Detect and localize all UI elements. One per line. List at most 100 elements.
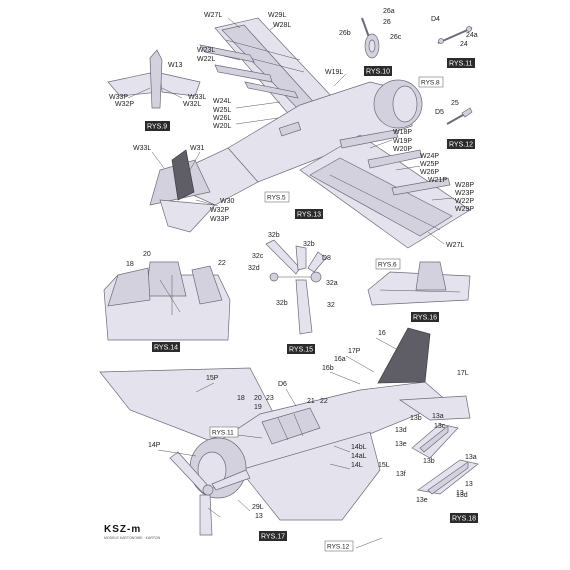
part-label: 32a xyxy=(326,280,338,287)
part-label: 16a xyxy=(334,356,346,363)
part-label: D4 xyxy=(431,16,440,23)
figure-badge-label: RYS.13 xyxy=(297,212,321,219)
reference-box-label: RYS.11 xyxy=(212,430,234,437)
part-label: 14bL xyxy=(351,444,367,451)
tailplane-drawing xyxy=(107,49,201,109)
part-label: W19L xyxy=(325,69,343,76)
part-label: 18 xyxy=(237,395,245,402)
figure-badge-label: RYS.14 xyxy=(154,345,178,352)
part-label: 21 xyxy=(307,398,315,405)
wing-assembly-drawing xyxy=(149,17,471,249)
part-label: 15P xyxy=(206,375,219,382)
part-label: W25P xyxy=(420,161,439,168)
figure-badge-label: RYS.10 xyxy=(366,69,390,76)
part-label: 13c xyxy=(434,423,446,430)
part-label: W33P xyxy=(109,94,128,101)
part-label: 32d xyxy=(248,265,260,272)
part-label: 26b xyxy=(339,30,351,37)
propeller-drawing xyxy=(265,239,327,335)
part-label: 24 xyxy=(460,41,468,48)
part-label: 13e xyxy=(416,497,428,504)
part-label: W21P xyxy=(428,177,447,184)
part-label: W33P xyxy=(210,216,229,223)
reference-box-rys6: RYS.6 xyxy=(375,258,401,270)
figure-badge-label: RYS.12 xyxy=(449,142,473,149)
figure-badge-rys13: RYS.13 xyxy=(295,209,323,219)
part-label: 32b xyxy=(276,300,288,307)
part-label: 24a xyxy=(466,32,478,39)
cockpit-section-drawing xyxy=(367,261,471,306)
part-label: W24P xyxy=(420,153,439,160)
part-label: 14P xyxy=(148,442,161,449)
reference-box-rys5: RYS.5 xyxy=(264,191,290,203)
reference-box-rys8: RYS.8 xyxy=(418,76,444,88)
figure-badge-rys9: RYS.9 xyxy=(145,121,170,131)
brand-logo: KSZ-m MODELE KARTONOWE · KARTON xyxy=(104,524,161,540)
figure-badge-label: RYS.17 xyxy=(261,534,285,541)
part-label: W27L xyxy=(446,242,464,249)
part-label: 26c xyxy=(390,34,402,41)
part-label: W20P xyxy=(393,146,412,153)
part-label: 20 xyxy=(143,251,151,258)
landing-gear-drawing xyxy=(361,17,380,59)
figure-badge-label: RYS.9 xyxy=(147,124,167,131)
part-label: 29L xyxy=(252,504,264,511)
figure-badge-label: RYS.11 xyxy=(449,61,473,68)
part-label: 25 xyxy=(451,100,459,107)
figure-badge-label: RYS.15 xyxy=(289,347,313,354)
part-label: W19P xyxy=(393,138,412,145)
cockpit-interior-drawing xyxy=(103,261,231,341)
figure-badge-rys10: RYS.10 xyxy=(364,66,392,76)
part-label: 13d xyxy=(456,492,468,499)
part-label: 23 xyxy=(266,395,274,402)
part-label: W20L xyxy=(213,123,231,130)
part-label: 32c xyxy=(252,253,264,260)
aircraft-drawing xyxy=(99,327,479,549)
part-label: 19 xyxy=(254,404,262,411)
part-label: 22 xyxy=(320,398,328,405)
reference-box-rys11b: RYS.11 xyxy=(209,426,239,438)
part-label: 32b xyxy=(268,232,280,239)
part-label: W25L xyxy=(213,107,231,114)
figure-badge-label: RYS.18 xyxy=(452,516,476,523)
reference-box-label: RYS.12 xyxy=(327,544,350,551)
brand-tagline: MODELE KARTONOWE · KARTON xyxy=(104,536,161,540)
part-label: W29P xyxy=(455,206,474,213)
part-label: D5 xyxy=(435,109,444,116)
strut-drawing xyxy=(437,26,473,44)
figure-badge-rys15: RYS.15 xyxy=(287,344,315,354)
figure-badge-rys14: RYS.14 xyxy=(152,342,180,352)
part-label: W33L xyxy=(188,94,206,101)
part-label: W28P xyxy=(455,182,474,189)
part-label: 13 xyxy=(465,481,473,488)
part-label: 13 xyxy=(456,490,464,497)
part-label: 18 xyxy=(126,261,134,268)
part-label: D8 xyxy=(322,255,331,262)
pitot-drawing xyxy=(446,107,473,125)
reference-box-label: RYS.6 xyxy=(378,262,397,269)
part-label: W27L xyxy=(204,12,222,19)
part-label: 17P xyxy=(348,348,361,355)
reference-box-label: RYS.8 xyxy=(421,80,440,87)
part-label: 13b xyxy=(410,415,422,422)
part-label: W31 xyxy=(190,145,205,152)
figure-badge-rys11: RYS.11 xyxy=(447,58,475,68)
figure-badge-rys18: RYS.18 xyxy=(450,513,478,523)
part-label: D6 xyxy=(278,381,287,388)
part-label: W22P xyxy=(455,198,474,205)
part-label: 15L xyxy=(378,462,390,469)
part-label: W32L xyxy=(183,101,201,108)
part-label: 13 xyxy=(255,513,263,520)
part-label: 13e xyxy=(395,441,407,448)
part-label: 16b xyxy=(322,365,334,372)
reference-box-label: RYS.5 xyxy=(267,195,286,202)
figure-badge-rys16: RYS.16 xyxy=(411,312,439,322)
figure-badge-label: RYS.16 xyxy=(413,315,437,322)
part-label: W13 xyxy=(168,62,183,69)
part-label: 13f xyxy=(396,471,406,478)
part-label: 32 xyxy=(327,302,335,309)
